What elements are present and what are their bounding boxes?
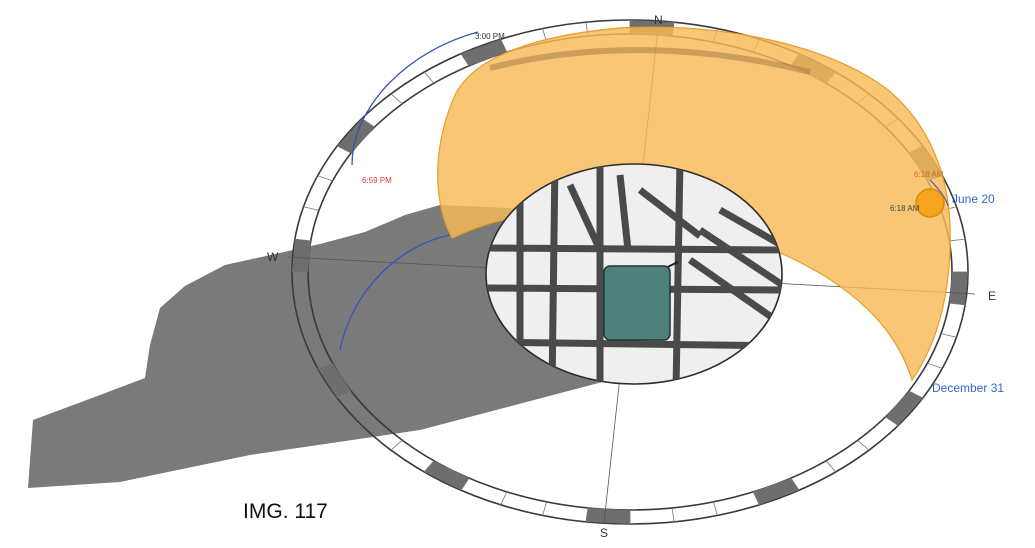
- ring-tick: [500, 39, 508, 53]
- ring-tick: [949, 238, 966, 242]
- ring-tick: [423, 460, 435, 473]
- site-ground: [485, 163, 783, 385]
- sun-band-stripes: [489, 47, 811, 75]
- ring-tick: [949, 302, 966, 306]
- daily-sun-path-lower: [339, 234, 451, 351]
- time-label-sunrise: 6:18 AM: [890, 204, 920, 213]
- sun-icon: [915, 188, 945, 218]
- time-label-sunrise-top: 6:18 AM: [914, 170, 944, 179]
- ring-segment: [949, 272, 968, 305]
- ring-tick: [337, 145, 352, 154]
- ring-tick: [423, 71, 435, 84]
- ring-tick: [885, 416, 899, 426]
- ring-tick: [460, 477, 470, 491]
- ring-tick: [500, 491, 508, 505]
- ring-tick: [585, 507, 589, 522]
- ring-tick: [361, 118, 375, 128]
- ring-tick: [303, 333, 320, 338]
- ring-tick: [317, 362, 333, 369]
- ring-tick: [940, 333, 957, 338]
- ring-segment: [885, 391, 923, 426]
- ring-tick: [712, 501, 718, 516]
- time-label-sunset: 6:59 PM: [362, 176, 392, 185]
- ring-tick: [303, 206, 320, 211]
- date-label-june: June 20: [952, 192, 995, 206]
- ring-segment: [424, 460, 469, 491]
- building-site: [603, 265, 671, 341]
- ring-tick: [671, 507, 675, 522]
- ring-tick: [390, 93, 403, 105]
- ring-segment: [753, 478, 799, 505]
- east-label: E: [988, 289, 996, 303]
- ring-tick: [790, 477, 800, 491]
- ring-tick: [927, 362, 943, 369]
- ring-tick: [752, 491, 760, 505]
- ring-tick: [294, 238, 311, 242]
- ring-segment: [292, 239, 311, 272]
- image-caption: IMG. 117: [243, 500, 328, 523]
- ring-tick: [825, 460, 837, 473]
- ring-segment: [585, 507, 630, 524]
- time-label-afternoon: 3:00 PM: [475, 32, 505, 41]
- ring-tick: [542, 501, 548, 516]
- ring-tick: [857, 439, 870, 451]
- ring-tick: [337, 390, 352, 399]
- ring-tick: [460, 53, 470, 67]
- west-label: W: [267, 250, 279, 264]
- ring-tick: [390, 439, 403, 451]
- ring-tick: [361, 416, 375, 426]
- ring-tick: [908, 390, 923, 399]
- south-label: S: [600, 526, 608, 540]
- ring-tick: [317, 175, 333, 182]
- ring-segment: [317, 363, 352, 398]
- north-label: N: [654, 13, 663, 27]
- date-label-december: December 31: [932, 381, 1004, 395]
- ring-segment: [461, 39, 507, 66]
- daily-sun-path: [351, 31, 479, 166]
- daily-sun-path-right: [929, 179, 949, 207]
- ring-tick: [294, 302, 311, 306]
